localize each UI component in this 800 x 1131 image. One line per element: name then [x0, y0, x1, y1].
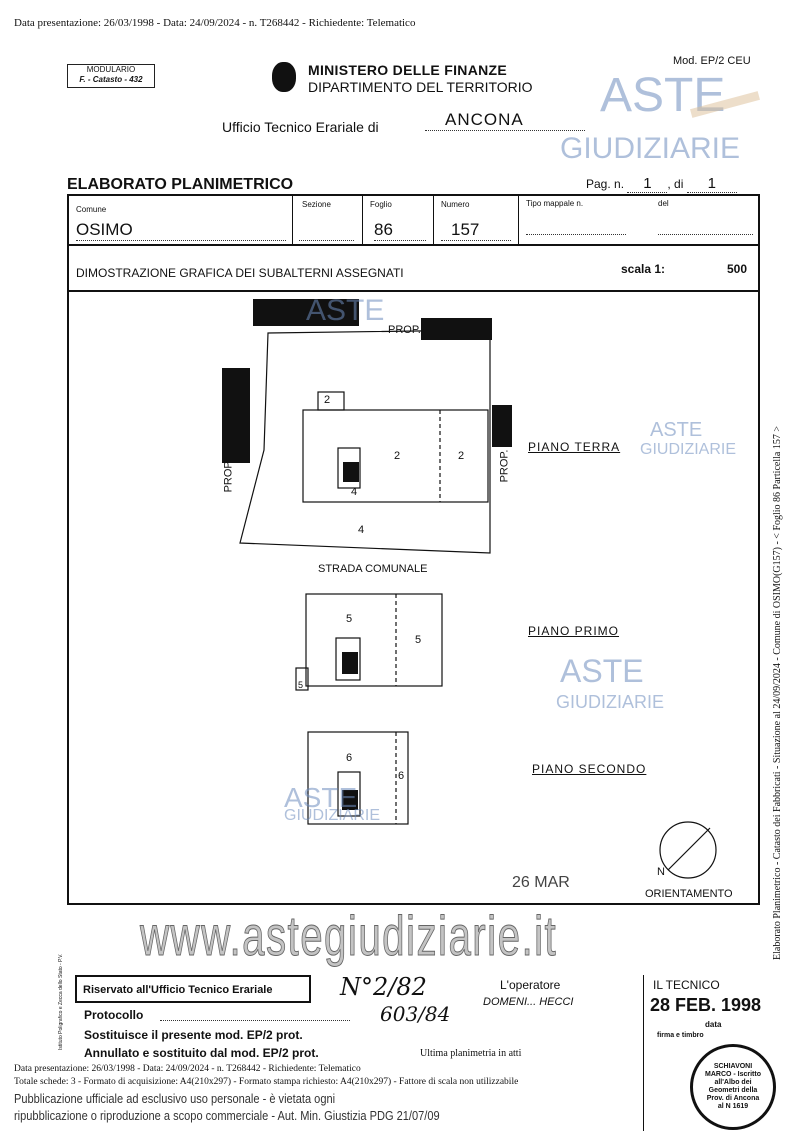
footer-data-line: Data presentazione: 26/03/1998 - Data: 2…: [14, 1064, 361, 1074]
lot-boundary: [239, 329, 491, 554]
pag-label: Pag. n.: [586, 177, 625, 191]
handwritten-number-1: N°2/82: [340, 973, 427, 1001]
modulario-box: MODULARIO F. - Catasto - 432: [67, 64, 155, 88]
ufficio-label: Ufficio Tecnico Erariale di: [222, 119, 379, 135]
stairs-ground: [337, 447, 361, 489]
annullato-label: Annullato e sostituito dal mod. EP/2 pro…: [84, 1046, 319, 1060]
north-label: N: [657, 866, 665, 878]
compass-icon: [659, 821, 717, 879]
firma-label: firma e timbro: [657, 1032, 704, 1039]
received-stamp: 26 MAR: [512, 874, 570, 891]
piano-terra-label: PIANO TERRA: [528, 440, 621, 454]
comune-value: OSIMO: [76, 220, 286, 241]
sezione-label: Sezione: [302, 200, 331, 209]
scala-value: 500: [727, 262, 748, 276]
tipo-mappale-value: [526, 230, 626, 235]
watermark-site: www.astegiudiziarie.it: [140, 904, 558, 967]
numero-value: 157: [441, 220, 511, 241]
foglio-value: 86: [374, 220, 426, 241]
del-value: [658, 230, 753, 235]
sub-label: 2: [324, 394, 331, 406]
watermark-giudiziarie: GIUDIZIARIE: [284, 807, 381, 824]
sub-label: 2: [458, 450, 465, 462]
surveyor-stamp: SCHIAVONI MARCO - Iscritto all'Albo dei …: [690, 1044, 776, 1130]
protocollo-label: Protocollo: [84, 1008, 144, 1022]
operator-label: L'operatore: [500, 978, 561, 992]
watermark-giudiziarie: GIUDIZIARIE: [556, 692, 665, 712]
side-text: Elaborato Planimetrico - Catasto dei Fab…: [772, 426, 783, 960]
data-label: data: [705, 1020, 722, 1029]
sezione-value: [299, 220, 354, 241]
orientamento-label: ORIENTAMENTO: [645, 888, 733, 900]
tipo-mappale-label: Tipo mappale n.: [526, 199, 584, 208]
watermark-aste: ASTE: [650, 419, 703, 441]
dimostrazione-label: DIMOSTRAZIONE GRAFICA DEI SUBALTERNI ASS…: [76, 266, 404, 280]
left-side-text: Istituto Poligrafico e Zecca dello Stato…: [58, 953, 64, 1050]
sub-label: 5: [346, 613, 353, 625]
pag-of-value: 1: [686, 175, 737, 193]
footer-ultima: Ultima planimetria in atti: [420, 1048, 522, 1059]
watermark-aste: ASTE: [284, 782, 358, 813]
watermark-aste: ASTE: [306, 294, 385, 327]
piano-primo-label: PIANO PRIMO: [528, 624, 620, 638]
sub-label: 2: [394, 450, 401, 462]
numero-label: Numero: [441, 200, 470, 209]
modulario-line1: MODULARIO: [86, 65, 136, 74]
form-frame: Comune OSIMO Sezione Foglio 86 Numero 15…: [67, 194, 760, 905]
scala-label: scala 1:: [621, 262, 666, 276]
prop-label-top: PROP.: [388, 324, 421, 336]
ministry-name: MINISTERO DELLE FINANZE: [308, 62, 508, 78]
handwritten-number-2: 603/84: [380, 1002, 451, 1026]
sostituisce-label: Sostituisce il presente mod. EP/2 prot.: [84, 1028, 303, 1042]
republic-emblem-icon: [272, 62, 296, 92]
piano-secondo-label: PIANO SECONDO: [532, 762, 647, 776]
reserved-title: Riservato all'Ufficio Tecnico Erariale: [75, 975, 311, 1003]
watermark-giudiziarie: GIUDIZIARIE: [640, 441, 737, 458]
sub-label: 4: [358, 524, 365, 536]
pag-of-label: , di: [667, 177, 684, 191]
second-floor-building: [307, 731, 409, 825]
sub-label: 5: [298, 680, 304, 690]
header-line: Data presentazione: 26/03/1998 - Data: 2…: [14, 17, 416, 29]
sub-label: 6: [398, 770, 405, 782]
foglio-label: Foglio: [370, 200, 392, 209]
operator-name: DOMENI... HECCI: [483, 996, 574, 1008]
watermark-aste: ASTE: [560, 653, 644, 689]
document-title: ELABORATO PLANIMETRICO: [67, 176, 294, 193]
strada-label: STRADA COMUNALE: [318, 563, 428, 575]
prop-label-right: PROP.: [498, 449, 511, 483]
sub-label: 6: [346, 752, 353, 764]
ground-building: [302, 409, 489, 503]
footer-totale: Totale schede: 3 - Formato di acquisizio…: [14, 1077, 519, 1087]
publication-notice-1: Pubblicazione ufficiale ad esclusivo uso…: [14, 1091, 336, 1106]
first-floor-building: [305, 593, 443, 687]
tecnico-label: IL TECNICO: [653, 978, 720, 992]
pag-value: 1: [627, 175, 668, 193]
sub2-annex: [317, 391, 345, 411]
tecnico-date: 28 FEB. 1998: [650, 995, 762, 1015]
comune-label: Comune: [76, 205, 107, 214]
department-name: DIPARTIMENTO DEL TERRITORIO: [308, 79, 533, 95]
sub-label: 4: [351, 486, 358, 498]
ufficio-value: ANCONA: [425, 110, 585, 131]
del-label: del: [658, 199, 669, 208]
prop-label-left: PROP.: [222, 459, 235, 493]
watermark-giudiziarie: GIUDIZIARIE: [560, 132, 741, 165]
page-number: Pag. n. 1, di 1: [586, 175, 737, 193]
publication-notice-2: ripubblicazione o riproduzione a scopo c…: [14, 1108, 440, 1123]
model-code: Mod. EP/2 CEU: [673, 55, 751, 67]
sub-label: 5: [415, 634, 422, 646]
modulario-line2: F. - Catasto - 432: [79, 75, 143, 84]
